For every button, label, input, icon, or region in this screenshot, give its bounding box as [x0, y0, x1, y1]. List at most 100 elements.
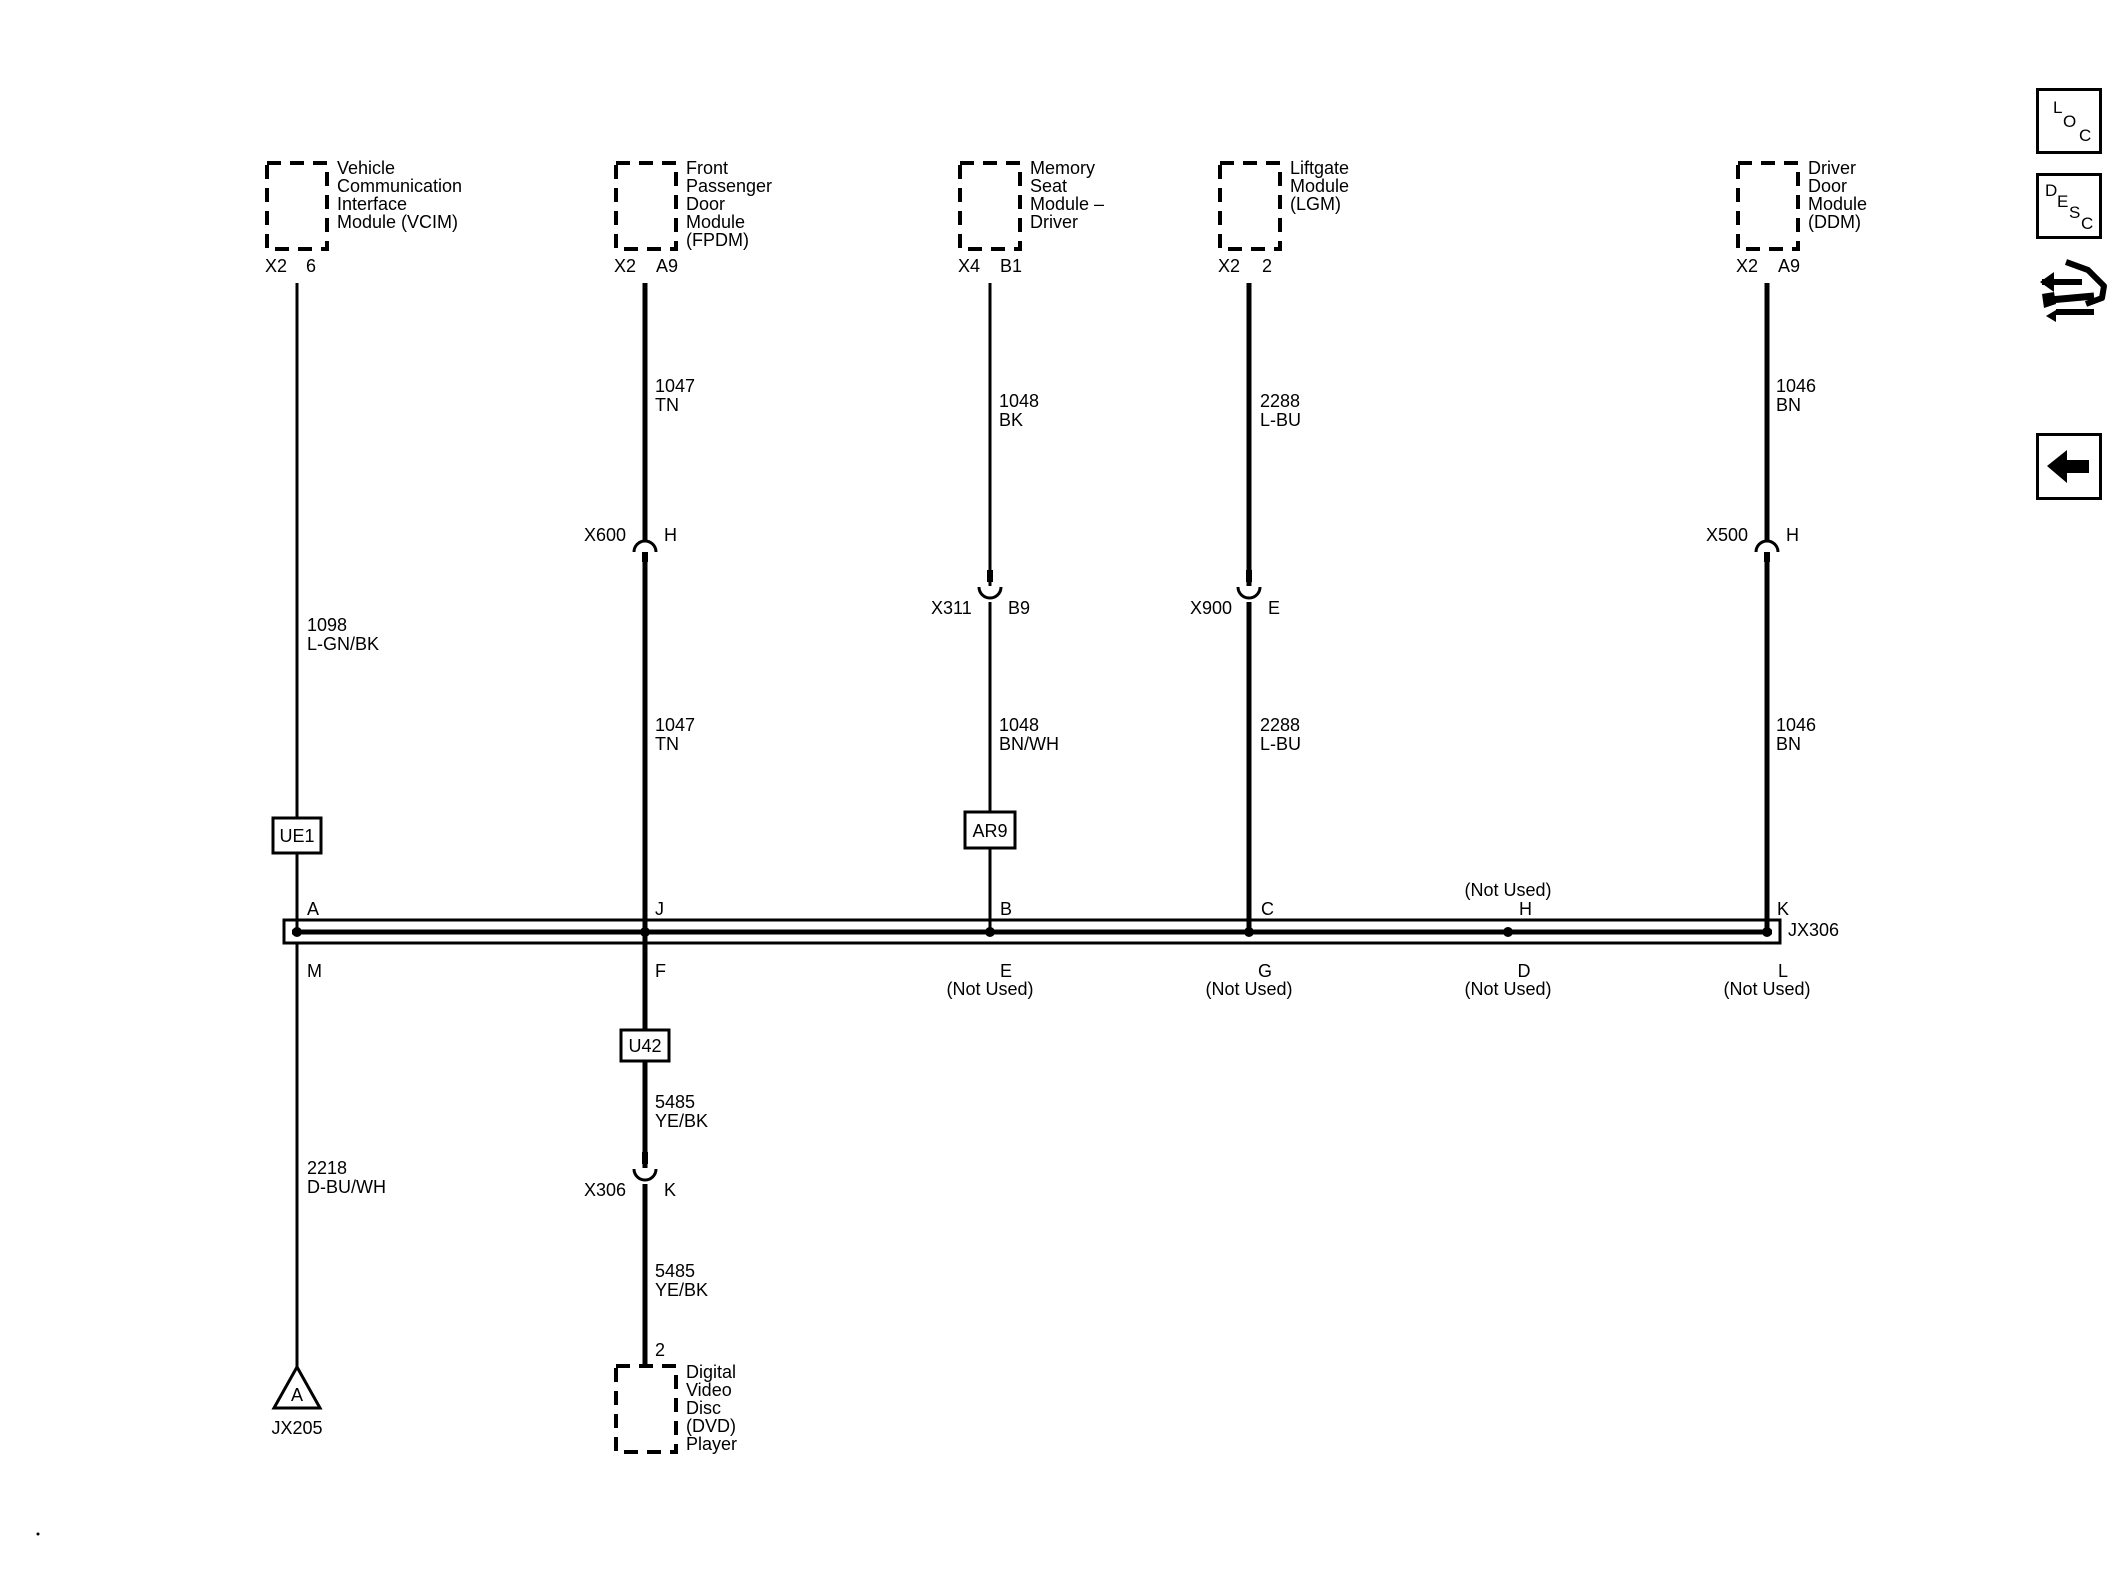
splice-l-not-used: (Not Used) — [1723, 979, 1810, 999]
module-vcim: Vehicle Communication Interface Module (… — [265, 158, 462, 276]
x900-name: X900 — [1190, 598, 1232, 618]
fpdm-name-5: (FPDM) — [686, 230, 749, 250]
lgm-pin: 2 — [1262, 256, 1272, 276]
splice-g-not-used: (Not Used) — [1205, 979, 1292, 999]
jx205-color: D-BU/WH — [307, 1177, 386, 1197]
fpdm-lower-circuit: 1047 — [655, 715, 695, 735]
x600-pin: H — [664, 525, 677, 545]
x306-name: X306 — [584, 1180, 626, 1200]
msm-upper-circuit: 1048 — [999, 391, 1039, 411]
lgm-upper-circuit: 2288 — [1260, 391, 1300, 411]
connector-wrench-svg — [2040, 259, 2107, 322]
module-lgm: Liftgate Module (LGM) X2 2 — [1218, 158, 1349, 276]
x311-name: X311 — [931, 598, 972, 618]
ddm-name-1: Driver — [1808, 158, 1856, 178]
module-dvd-player: 2 Digital Video Disc (DVD) Player — [614, 1340, 737, 1454]
offpage-reference-jx205: A JX205 — [271, 1363, 323, 1438]
splice-pack-jx306: JX306 A J B C H (Not Used) K M F E (Not … — [282, 880, 1839, 1030]
splice-bottom-pin-l: L — [1778, 961, 1788, 981]
inline-connector-x500: X500 H — [1706, 525, 1799, 562]
fpdm-lower-color: TN — [655, 734, 679, 754]
dvd-pin: 2 — [655, 1340, 665, 1360]
desc-button[interactable]: D E S C — [2036, 173, 2102, 239]
lgm-name-2: Module — [1290, 176, 1349, 196]
splice-top-pin-h: H — [1519, 899, 1532, 919]
vcim-color: L-GN/BK — [307, 634, 379, 654]
desc-letter-s: S — [2069, 203, 2081, 222]
loc-letter-o: O — [2063, 112, 2077, 131]
ddm-name-4: (DDM) — [1808, 212, 1861, 232]
loc-letter-l: L — [2053, 98, 2063, 117]
wire-labels: 1047 TN 1048 BK 2288 L-BU 1046 BN 1098 L… — [307, 376, 1816, 1300]
left-arrow-icon — [2047, 450, 2089, 483]
msm-lower-color: BN/WH — [999, 734, 1059, 754]
fpdm-pin: A9 — [656, 256, 678, 276]
x900-pin: E — [1268, 598, 1280, 618]
splice-bottom-pin-d: D — [1518, 961, 1531, 981]
inline-connector-x311: X311 B9 — [931, 570, 1030, 618]
connector-wrench-icon[interactable] — [2036, 256, 2110, 330]
msm-pin: B1 — [1000, 256, 1022, 276]
splice-bottom-pin-e: E — [1000, 961, 1012, 981]
dvd-name-1: Digital — [686, 1362, 736, 1382]
msm-upper-color: BK — [999, 410, 1023, 430]
ddm-upper-color: BN — [1776, 395, 1801, 415]
x500-pin: H — [1786, 525, 1799, 545]
loc-button[interactable]: L O C — [2036, 88, 2102, 154]
ddm-lower-color: BN — [1776, 734, 1801, 754]
module-memory-seat: Memory Seat Module – Driver X4 B1 — [958, 158, 1104, 276]
ddm-upper-circuit: 1046 — [1776, 376, 1816, 396]
msm-name-3: Module – — [1030, 194, 1104, 214]
splice-d-not-used: (Not Used) — [1464, 979, 1551, 999]
msm-name-2: Seat — [1030, 176, 1067, 196]
desc-letter-d: D — [2045, 181, 2058, 200]
lgm-upper-color: L-BU — [1260, 410, 1301, 430]
x600-name: X600 — [584, 525, 626, 545]
tag-u42: U42 — [619, 1028, 671, 1063]
x311-pin: B9 — [1008, 598, 1030, 618]
splice-top-h-not-used: (Not Used) — [1464, 880, 1551, 900]
msm-name-4: Driver — [1030, 212, 1078, 232]
vcim-name-3: Interface — [337, 194, 407, 214]
fpdm-upper-color: TN — [655, 395, 679, 415]
dvd-name-3: Disc — [686, 1398, 721, 1418]
fpdm-upper-circuit: 1047 — [655, 376, 695, 396]
vcim-connector: X2 — [265, 256, 287, 276]
lgm-connector: X2 — [1218, 256, 1240, 276]
module-fpdm: Front Passenger Door Module (FPDM) X2 A9 — [614, 158, 772, 276]
splice-bottom-pin-g: G — [1258, 961, 1272, 981]
splice-e-not-used: (Not Used) — [946, 979, 1033, 999]
vcim-name-2: Communication — [337, 176, 462, 196]
ddm-connector: X2 — [1736, 256, 1758, 276]
dvd-name-5: Player — [686, 1434, 737, 1454]
dvd-upper-color: YE/BK — [655, 1111, 708, 1131]
splice-top-pin-k: K — [1777, 899, 1789, 919]
desc-letter-c: C — [2081, 214, 2094, 233]
ddm-pin: A9 — [1778, 256, 1800, 276]
x306-pin: K — [664, 1180, 676, 1200]
msm-lower-circuit: 1048 — [999, 715, 1039, 735]
lgm-lower-color: L-BU — [1260, 734, 1301, 754]
vcim-circuit: 1098 — [307, 615, 347, 635]
lgm-name-3: (LGM) — [1290, 194, 1341, 214]
dvd-lower-circuit: 5485 — [655, 1261, 695, 1281]
dvd-lower-color: YE/BK — [655, 1280, 708, 1300]
splice-bottom-pin-f: F — [655, 961, 666, 981]
inline-connector-x600: X600 H — [584, 525, 677, 562]
offpage-letter: A — [291, 1385, 303, 1405]
dvd-name-4: (DVD) — [686, 1416, 736, 1436]
splice-top-pin-a: A — [307, 899, 319, 919]
ddm-name-2: Door — [1808, 176, 1847, 196]
dvd-name-2: Video — [686, 1380, 732, 1400]
splice-name: JX306 — [1788, 920, 1839, 940]
back-button[interactable] — [2036, 433, 2102, 500]
fpdm-connector: X2 — [614, 256, 636, 276]
msm-connector: X4 — [958, 256, 980, 276]
x500-name: X500 — [1706, 525, 1748, 545]
splice-bottom-pin-m: M — [307, 961, 322, 981]
fpdm-name-1: Front — [686, 158, 728, 178]
stray-dot — [36, 1532, 40, 1536]
module-ddm: Driver Door Module (DDM) X2 A9 — [1736, 158, 1867, 276]
dvd-upper-circuit: 5485 — [655, 1092, 695, 1112]
